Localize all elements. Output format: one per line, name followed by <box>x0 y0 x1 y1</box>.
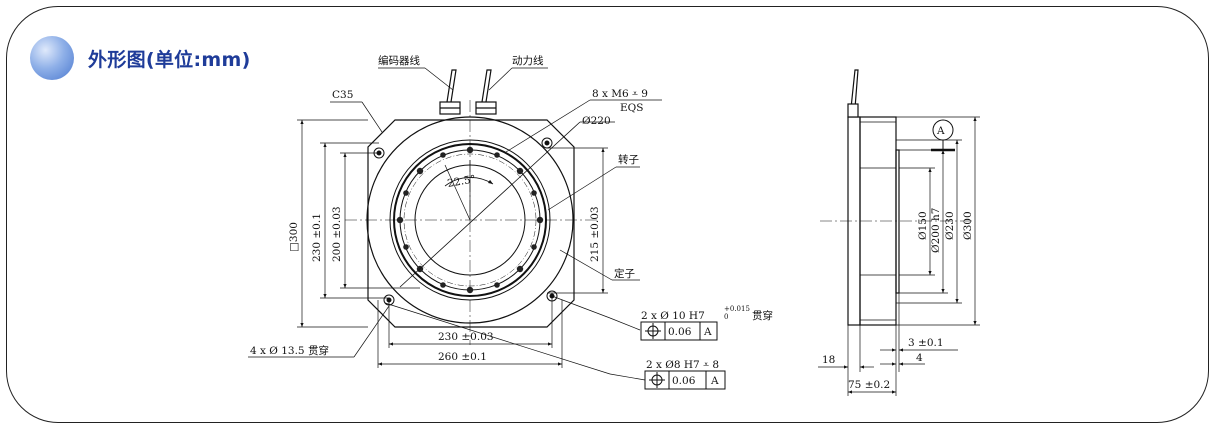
dim-75-label: 75 ±0.2 <box>848 379 890 391</box>
pin10-through-label: 贯穿 <box>752 309 773 322</box>
front-view-labels: 编码器线 动力线 C35 8 x M6 ⩡ 9 EQS Ø220 转子 定子 2… <box>250 54 773 387</box>
tol-value-1: 0.06 <box>668 326 692 338</box>
side-view-labels: A Ø150 Ø200 h7 Ø230 Ø300 3 ±0.1 4 18 75 … <box>822 125 974 391</box>
bullet-ball-icon <box>30 36 74 80</box>
dia-200h7-label: Ø200 h7 <box>930 208 942 253</box>
drawing-frame <box>6 6 1209 423</box>
square-300-label: □300 <box>288 222 300 252</box>
dia-150-label: Ø150 <box>917 211 929 240</box>
section-title: 外形图(单位:mm) <box>88 48 251 71</box>
dim-230-v-label: 230 ±0.1 <box>311 213 323 262</box>
tol-value-2: 0.06 <box>672 375 696 387</box>
side-view <box>818 69 980 396</box>
rotor-label: 转子 <box>618 153 639 166</box>
dia-230-label: Ø230 <box>944 211 956 240</box>
dim-3-label: 3 ±0.1 <box>908 337 944 349</box>
dia-300-label: Ø300 <box>962 211 974 240</box>
cables <box>439 69 497 115</box>
thread-holes-label: 8 x M6 ⩡ 9 <box>592 88 648 100</box>
thread-eqs-label: EQS <box>620 102 643 114</box>
holes-pin8-label: 2 x Ø8 H7 ⩡ 8 <box>646 359 719 371</box>
datum-2: A <box>710 375 719 387</box>
dia-220-label: Ø220 <box>582 115 611 127</box>
front-view <box>248 67 662 381</box>
stator-outer-ring <box>366 116 574 324</box>
pin10-tol-lower: 0 <box>724 313 728 321</box>
section-header: 外形图(单位:mm) <box>30 36 251 80</box>
dim-260-h-label: 260 ±0.1 <box>438 351 487 363</box>
rotor-outer-ring <box>393 143 547 297</box>
dim-230-h-label: 230 ±0.03 <box>438 331 494 343</box>
stator-label: 定子 <box>614 267 635 280</box>
power-cable-label: 动力线 <box>512 54 544 67</box>
encoder-cable-label: 编码器线 <box>378 54 420 67</box>
motor-body-outline <box>367 119 575 328</box>
holes-pin10-label: 2 x Ø 10 H7 <box>641 310 705 322</box>
holes-4-label: 4 x Ø 13.5 贯穿 <box>250 344 329 357</box>
tolerance-frame-2 <box>644 370 726 390</box>
angle-label: 22.5° <box>446 173 476 190</box>
dim-18-label: 18 <box>822 354 835 366</box>
datum-1: A <box>703 326 712 338</box>
tolerance-frame-1 <box>640 321 718 341</box>
dim-200-v-label: 200 ±0.03 <box>331 206 343 262</box>
datum-a-label: A <box>936 125 945 137</box>
dim-4-label: 4 <box>916 352 923 364</box>
chamfer-label: C35 <box>332 89 353 101</box>
stator-ring-2 <box>389 139 551 301</box>
dim-215-v-label: 215 ±0.03 <box>589 206 601 262</box>
pin10-tol-upper: +0.015 <box>724 305 750 313</box>
